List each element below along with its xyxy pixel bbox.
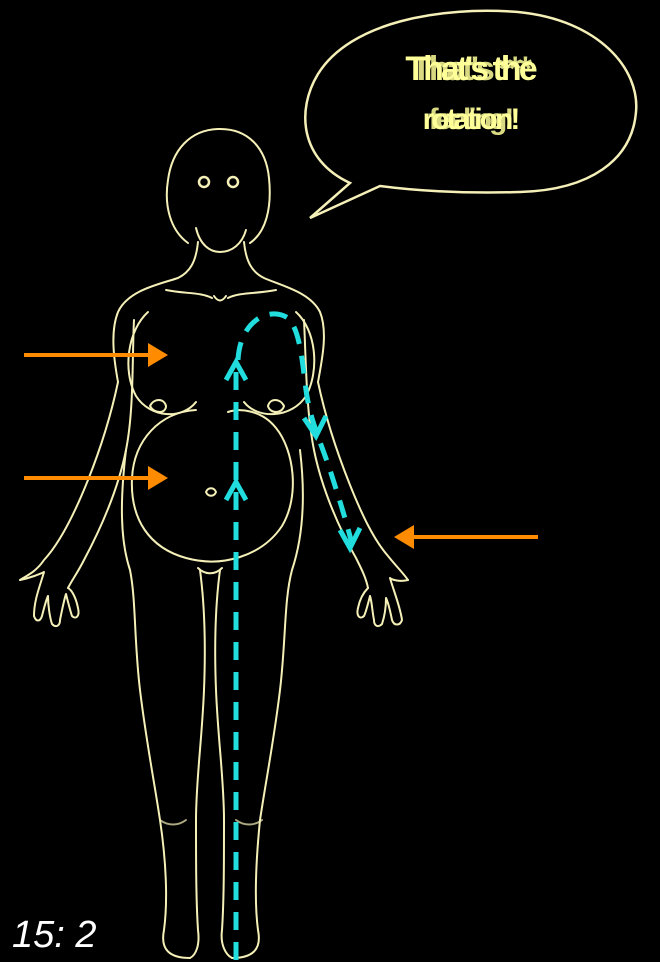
bubble-text-layer-b: That's *** feeling! [330, 52, 610, 135]
left-arm [20, 382, 118, 580]
right-hand [357, 578, 408, 626]
speech-bubble-text: That's the rotation! That's *** feeling! [330, 52, 610, 162]
cyan-arrowheads [226, 362, 360, 548]
right-eye [228, 177, 238, 187]
bubble-line-b1: That's *** [330, 52, 610, 88]
eyes [199, 177, 238, 187]
left-eye [199, 177, 209, 187]
arrow-chest [24, 343, 168, 367]
bubble-line-b2: feeling! [330, 104, 610, 136]
path-loop-shoulder [238, 314, 352, 544]
arrow-hand [394, 525, 538, 549]
left-breast [128, 312, 196, 414]
left-hand [20, 572, 79, 626]
face-outline [196, 228, 246, 252]
head-outline [167, 129, 270, 243]
arrow-belly [24, 466, 168, 490]
slide-number: 15: 2 [12, 914, 97, 957]
belly [132, 410, 293, 561]
